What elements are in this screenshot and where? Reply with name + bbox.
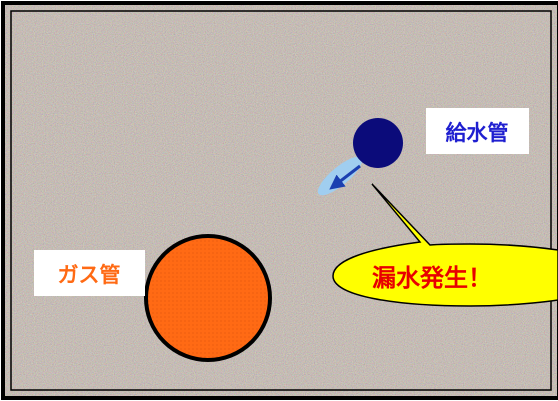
leak-callout-balloon [332,183,558,307]
gas-pipe-label: ガス管 [58,263,121,287]
leak-callout-text: 漏水発生！ [372,264,492,292]
leak-arrow-icon [329,164,361,190]
water-pipe-label-box [426,108,529,154]
gas-pipe-label-box [34,250,145,296]
diagram-inner-frame [10,10,552,391]
water-pipe-label: 給水管 [446,121,509,145]
ground-texture [5,5,558,396]
water-pipe [353,118,403,168]
gas-pipe [144,234,272,362]
